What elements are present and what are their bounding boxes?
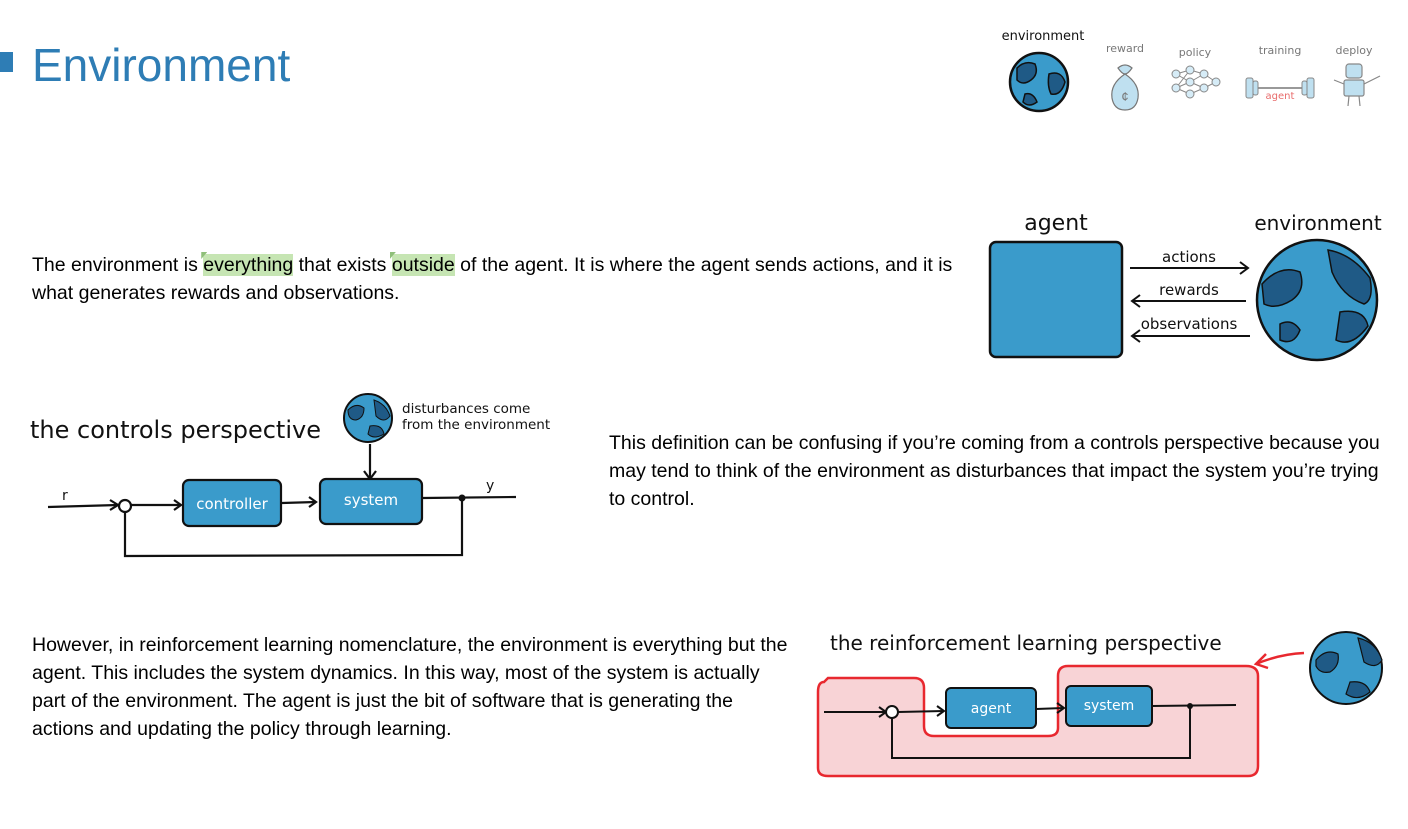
title-marker xyxy=(0,52,13,72)
arrow-label-observations: observations xyxy=(1141,315,1238,333)
highlight-everything: everything xyxy=(203,254,294,276)
disturbance-note-line2: from the environment xyxy=(402,417,550,433)
system-label: system xyxy=(344,491,398,509)
svg-text:¢: ¢ xyxy=(1121,89,1128,104)
arrow-label-actions: actions xyxy=(1162,248,1216,266)
nav-item-training[interactable]: training agent xyxy=(1240,38,1320,108)
rl-summing-junction xyxy=(885,705,899,719)
rl-paragraph: However, in reinforcement learning nomen… xyxy=(32,634,788,740)
rl-diagram: the reinforcement learning perspective a… xyxy=(816,631,1383,778)
controls-paragraph: This definition can be confusing if you’… xyxy=(609,432,1380,510)
agent-box xyxy=(988,240,1124,359)
rl-agent-label: agent xyxy=(971,701,1012,717)
rl-environment-globe-icon xyxy=(1309,631,1383,705)
nav-item-environment[interactable]: environment xyxy=(995,24,1093,116)
arrow-label-rewards: rewards xyxy=(1159,281,1219,299)
reference-label-r: r xyxy=(62,488,68,504)
controller-block xyxy=(181,478,283,528)
robot-icon xyxy=(1333,63,1381,107)
nav-sublabel-agent: agent xyxy=(1266,91,1295,102)
agent-environment-diagram: agent environment actions rewards observ… xyxy=(988,211,1382,362)
environment-label: environment xyxy=(1254,211,1382,235)
globe-icon xyxy=(1008,51,1070,113)
rl-system-label: system xyxy=(1084,698,1135,714)
controls-diagram: the controls perspective disturbances co… xyxy=(30,393,550,558)
rl-agent-block xyxy=(945,687,1037,729)
agent-label: agent xyxy=(1024,211,1088,236)
intro-text-end: of the agent. It is where the agent send… xyxy=(32,254,953,304)
highlight-outside: outside xyxy=(391,254,455,276)
rl-title: the reinforcement learning perspective xyxy=(830,631,1222,655)
system-block xyxy=(318,477,424,526)
nav-item-reward[interactable]: reward ¢ xyxy=(1100,38,1150,114)
environment-globe-icon xyxy=(1255,238,1379,362)
nav-label-training: training xyxy=(1259,44,1302,57)
barbell-icon: agent xyxy=(1245,77,1315,102)
nav-label-deploy: deploy xyxy=(1335,44,1373,57)
summing-junction xyxy=(117,498,133,514)
nav-label-reward: reward xyxy=(1106,42,1144,55)
controller-label: controller xyxy=(196,495,268,513)
rl-environment-pointer-arrow xyxy=(1255,651,1305,666)
neural-network-icon xyxy=(1171,65,1221,99)
nav-item-policy[interactable]: policy xyxy=(1170,42,1226,106)
output-label-y: y xyxy=(486,478,494,494)
disturbance-globe-icon xyxy=(343,393,393,443)
disturbance-note-line1: disturbances come xyxy=(402,401,530,417)
nav-label-environment: environment xyxy=(1002,29,1085,44)
nav-label-policy: policy xyxy=(1179,46,1212,59)
rl-system-block xyxy=(1065,685,1153,727)
nav-item-deploy[interactable]: deploy xyxy=(1330,40,1390,110)
intro-paragraph: The environment is everything that exist… xyxy=(32,251,962,307)
money-bag-icon: ¢ xyxy=(1111,64,1139,111)
intro-text-middle: that exists xyxy=(293,254,392,276)
intro-text-start: The environment is xyxy=(32,254,204,276)
page-title: Environment xyxy=(32,39,291,91)
environment-region xyxy=(816,664,1260,778)
controls-title: the controls perspective xyxy=(30,416,321,444)
